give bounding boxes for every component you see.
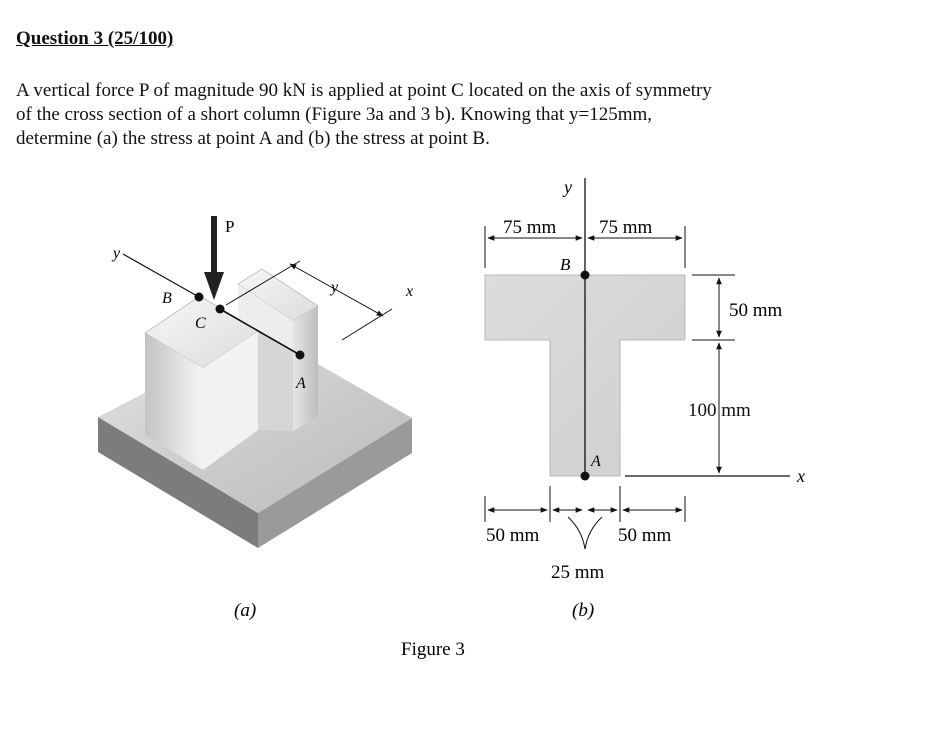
label-p: P xyxy=(225,217,234,236)
label-c: C xyxy=(195,315,206,332)
column-arm-right xyxy=(293,306,318,431)
column-stem-face xyxy=(258,331,293,431)
dim-web-width-label: 25 mm xyxy=(551,562,605,583)
dim-left-bottom-label: 50 mm xyxy=(486,525,540,546)
point-a-marker-a xyxy=(295,350,305,360)
label-x-b: x xyxy=(796,466,805,486)
figure-caption: Figure 3 xyxy=(401,639,465,660)
dimension-extension-1 xyxy=(225,260,301,306)
dim-left-top-label: 75 mm xyxy=(503,217,557,238)
label-a-b: A xyxy=(590,453,601,470)
web-width-leader xyxy=(567,516,603,550)
question-line-2: of the cross section of a short column (… xyxy=(16,104,653,125)
question-title: Question 3 (25/100) xyxy=(16,28,174,49)
label-b-b: B xyxy=(560,255,571,274)
y-offset-dimension xyxy=(289,263,384,317)
dim-web-label: 100 mm xyxy=(688,400,751,421)
caption-b: (b) xyxy=(572,600,594,621)
point-b-marker-b xyxy=(580,270,590,280)
column-flange-left xyxy=(145,333,203,470)
y-axis-line-a xyxy=(122,253,200,298)
label-x-a: x xyxy=(405,283,413,300)
dim-right-bottom-label: 50 mm xyxy=(618,525,672,546)
force-p-arrow xyxy=(204,216,224,300)
label-b-a: B xyxy=(162,290,172,307)
label-y-a: y xyxy=(111,245,121,262)
dimension-extension-2 xyxy=(341,308,393,341)
figure-a-column-drawing: P y B C A y x (a) xyxy=(98,216,413,621)
figure-b-cross-section: y 75 mm 75 mm B A x 50 mm 100 mm xyxy=(484,177,805,621)
base-slab-left-face xyxy=(98,417,258,548)
caption-a: (a) xyxy=(234,600,256,621)
point-b-marker-a xyxy=(194,292,204,302)
question-text: A vertical force P of magnitude 90 kN is… xyxy=(16,79,896,151)
question-line-3: determine (a) the stress at point A and … xyxy=(16,128,490,149)
column-flange-right xyxy=(203,331,258,470)
label-y-b: y xyxy=(562,177,572,197)
question-line-1: A vertical force P of magnitude 90 kN is… xyxy=(16,80,712,101)
point-c-marker xyxy=(215,304,225,314)
label-a-a: A xyxy=(295,375,306,392)
label-y-offset: y xyxy=(329,279,339,296)
point-a-marker-b xyxy=(580,471,590,481)
dim-right-top-label: 75 mm xyxy=(599,217,653,238)
symmetry-line xyxy=(219,308,301,356)
dim-flange-label: 50 mm xyxy=(729,300,783,321)
base-slab-right-face xyxy=(258,418,412,548)
